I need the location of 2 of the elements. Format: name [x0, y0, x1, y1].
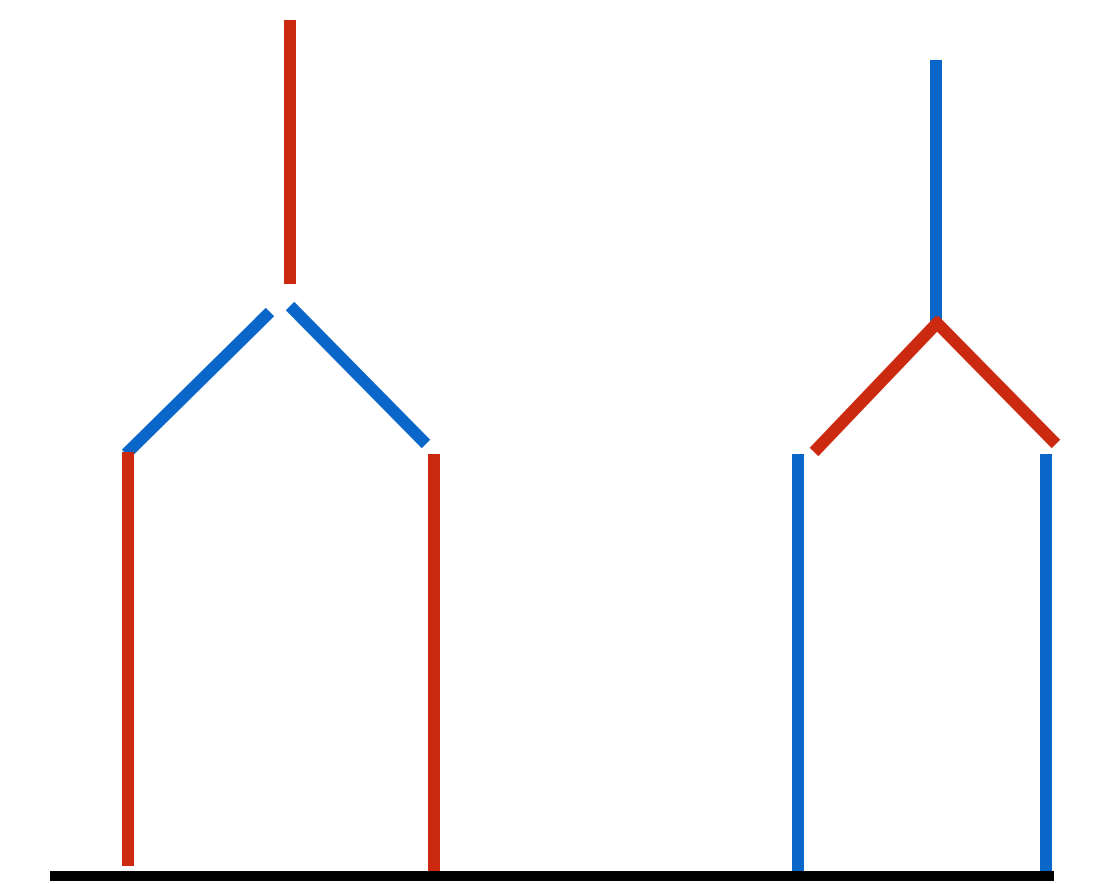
branch-line: [285, 301, 431, 449]
branch-line: [121, 307, 275, 459]
